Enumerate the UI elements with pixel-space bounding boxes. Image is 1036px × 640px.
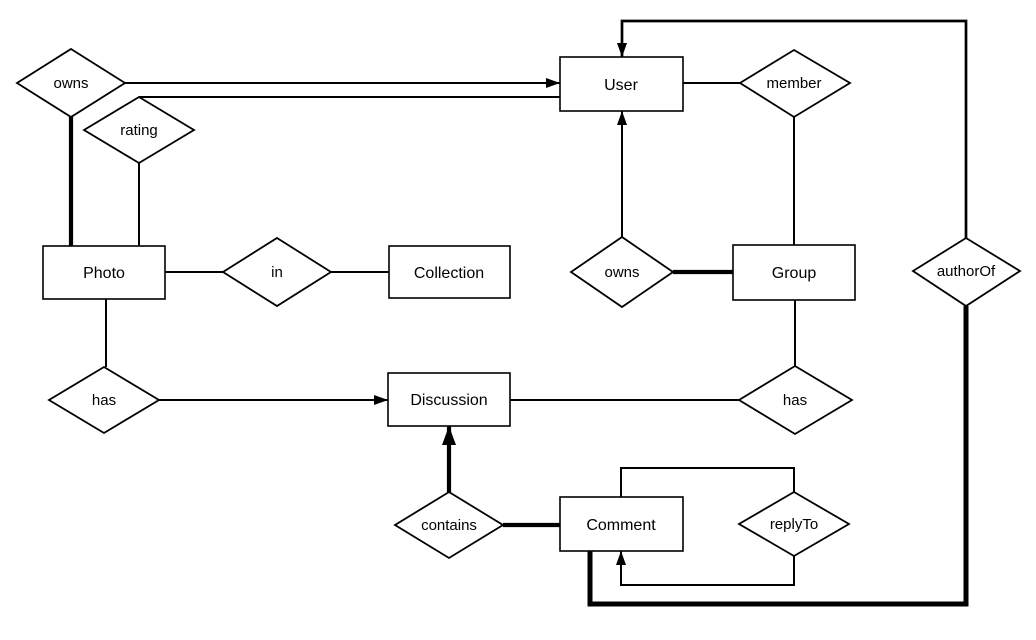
relationship-authorof: authorOf (911, 236, 1022, 308)
group-box (732, 244, 856, 301)
entity-photo: Photo (42, 245, 166, 300)
entity-comment: Comment (559, 496, 684, 552)
relationship-owns-photo: owns (15, 47, 127, 119)
entity-user: User (559, 56, 684, 112)
replyto-label: replyTo (770, 516, 818, 533)
contains-diamond (393, 490, 505, 560)
contains-label: contains (421, 517, 477, 534)
edge-authorof-user-arrow (617, 19, 968, 238)
photo-box (42, 245, 166, 300)
user-box (559, 56, 684, 112)
authorof-label: authorOf (937, 263, 996, 280)
relationship-owns-group: owns (569, 235, 675, 309)
group-label: Group (772, 265, 817, 282)
discussion-box (387, 372, 511, 427)
edge-comment-authorof-thick (587, 306, 969, 607)
has-group-diamond (737, 364, 854, 436)
entity-nodes: User Photo Collection Group Discussion C… (42, 56, 856, 552)
comment-label: Comment (586, 517, 656, 534)
relationship-contains: contains (393, 490, 505, 560)
in-label: in (271, 264, 283, 281)
replyto-diamond (737, 490, 851, 558)
edge-comment-replyto-loop-top (620, 467, 795, 497)
collection-label: Collection (414, 265, 484, 282)
relationship-nodes: owns rating in member owns has has cont (15, 47, 1022, 560)
entity-collection: Collection (388, 245, 511, 299)
comment-box (559, 496, 684, 552)
edge-replyto-comment-loop-bottom (616, 551, 795, 586)
relationship-in: in (221, 236, 333, 308)
has-group-label: has (783, 392, 807, 409)
owns-photo-diamond (15, 47, 127, 119)
member-diamond (738, 48, 852, 119)
authorof-diamond (911, 236, 1022, 308)
photo-label: Photo (83, 265, 125, 282)
edges (68, 19, 969, 607)
owns-group-label: owns (604, 264, 639, 281)
member-label: member (766, 75, 821, 92)
relationship-rating: rating (82, 95, 196, 165)
relationship-replyto: replyTo (737, 490, 851, 558)
discussion-label: Discussion (410, 392, 487, 409)
has-photo-label: has (92, 392, 116, 409)
has-photo-diamond (47, 365, 161, 435)
rating-label: rating (120, 122, 158, 139)
entity-discussion: Discussion (387, 372, 511, 427)
collection-box (388, 245, 511, 299)
user-label: User (604, 77, 638, 94)
relationship-has-group: has (737, 364, 854, 436)
rating-diamond (82, 95, 196, 165)
entity-group: Group (732, 244, 856, 301)
in-diamond (221, 236, 333, 308)
relationship-member: member (738, 48, 852, 119)
owns-photo-label: owns (53, 75, 88, 92)
owns-group-diamond (569, 235, 675, 309)
relationship-has-photo: has (47, 365, 161, 435)
